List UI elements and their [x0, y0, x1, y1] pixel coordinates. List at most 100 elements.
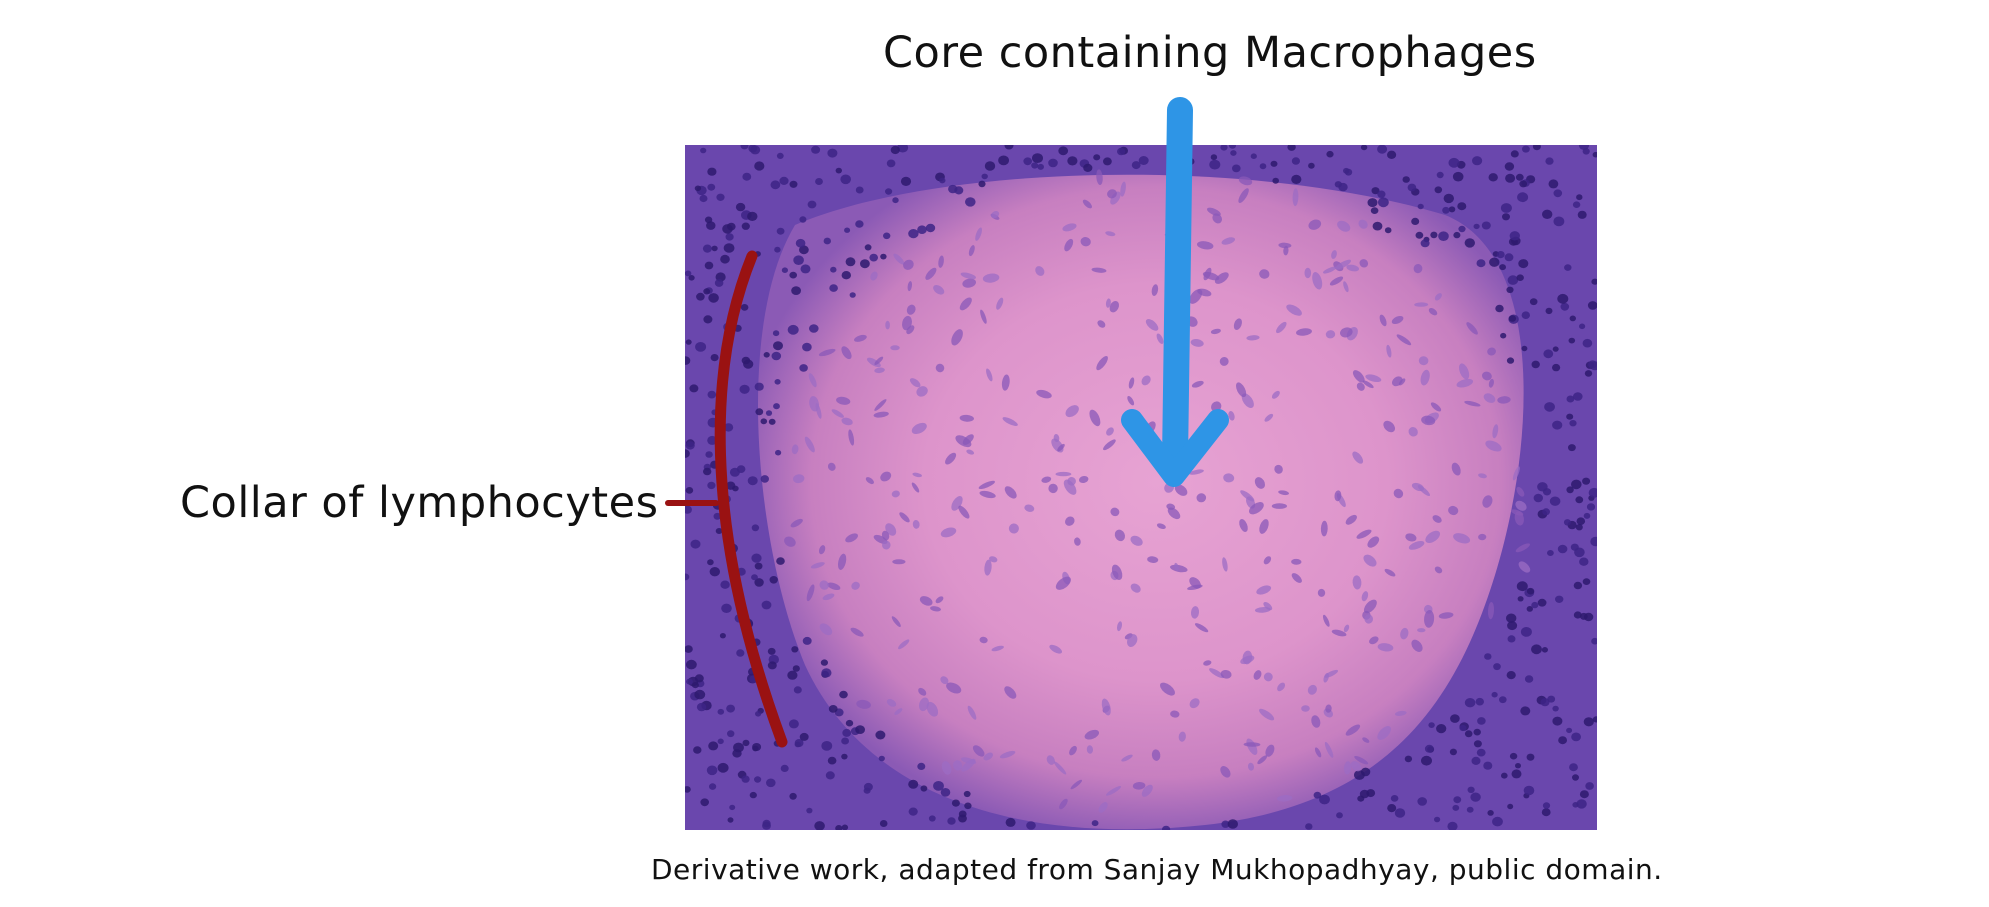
macrophage-nucleus [1483, 393, 1496, 403]
lymphocyte-nucleus [880, 253, 887, 260]
macrophage-nucleus [1049, 644, 1063, 654]
macrophage-nucleus [1331, 250, 1337, 259]
lymphocyte-nucleus [789, 792, 797, 800]
lymphocyte-nucleus [940, 788, 951, 797]
lymphocyte-nucleus [1521, 345, 1528, 352]
lymphocyte-nucleus [1532, 145, 1541, 151]
lymphocyte-nucleus [694, 185, 702, 192]
lymphocyte-nucleus [1220, 145, 1228, 151]
lymphocyte-nucleus [723, 243, 735, 253]
macrophage-nucleus [1277, 682, 1286, 692]
macrophage-nucleus [874, 367, 885, 374]
macrophage-nucleus [1320, 520, 1328, 537]
lymphocyte-nucleus [789, 271, 797, 279]
macrophage-nucleus [991, 210, 1000, 219]
lymphocyte-nucleus [1507, 621, 1518, 631]
lymphocyte-nucleus [1384, 227, 1392, 234]
lymphocyte-nucleus [1575, 524, 1583, 531]
lymphocyte-nucleus [1093, 154, 1101, 161]
macrophage-nucleus [1392, 376, 1403, 387]
lymphocyte-nucleus [821, 668, 832, 678]
macrophage-nucleus [907, 281, 913, 292]
lymphocyte-nucleus [1526, 587, 1535, 595]
lymphocyte-nucleus [1526, 606, 1533, 612]
lymphocyte-nucleus [1453, 231, 1461, 239]
lymphocyte-nucleus [706, 765, 718, 776]
lymphocyte-nucleus [1515, 763, 1521, 769]
lymphocyte-nucleus [1545, 157, 1554, 165]
macrophage-nucleus [946, 682, 962, 694]
lymphocyte-nucleus [1387, 804, 1397, 813]
lymphocyte-nucleus [794, 741, 801, 748]
lymphocyte-nucleus [1131, 161, 1141, 170]
macrophage-nucleus [1510, 509, 1524, 516]
macrophage-nucleus [1317, 588, 1326, 597]
lymphocyte-nucleus [1507, 635, 1516, 643]
lymphocyte-nucleus [1508, 315, 1517, 322]
macrophage-nucleus [996, 297, 1004, 310]
macrophage-nucleus [1451, 462, 1461, 476]
macrophage-nucleus [1145, 319, 1159, 331]
lymphocyte-nucleus [1308, 162, 1315, 169]
lymphocyte-nucleus [1566, 413, 1574, 420]
macrophage-nucleus [1132, 781, 1146, 790]
macrophage-nucleus [1116, 621, 1123, 632]
lymphocyte-nucleus [1343, 167, 1350, 174]
macrophage-nucleus [874, 399, 887, 411]
macrophage-nucleus [1516, 486, 1525, 497]
lymphocyte-nucleus [1430, 231, 1438, 239]
macrophage-nucleus [1329, 276, 1344, 286]
lymphocyte-nucleus [727, 222, 736, 231]
macrophage-nucleus [1384, 568, 1396, 577]
lymphocyte-nucleus [900, 176, 912, 186]
lymphocyte-nucleus [802, 636, 812, 645]
lymphocyte-nucleus [1547, 550, 1554, 556]
lymphocyte-nucleus [1552, 346, 1559, 352]
lymphocyte-nucleus [1417, 797, 1427, 806]
macrophage-nucleus [1063, 479, 1077, 495]
lymphocyte-nucleus [719, 633, 726, 639]
macrophage-nucleus [961, 757, 977, 764]
lymphocyte-nucleus [1566, 395, 1575, 403]
lymphocyte-nucleus [685, 449, 690, 458]
macrophage-nucleus [991, 645, 1004, 652]
macrophage-nucleus [1304, 267, 1312, 279]
lymphocyte-nucleus [978, 180, 986, 188]
macrophage-nucleus [1291, 558, 1302, 565]
lymphocyte-nucleus [821, 741, 833, 751]
macrophage-nucleus [1405, 533, 1417, 542]
lymphocyte-nucleus [710, 460, 720, 469]
macrophage-nucleus [818, 545, 826, 555]
lymphocyte-nucleus [763, 352, 770, 358]
lymphocyte-nucleus [1579, 612, 1588, 620]
lymphocyte-nucleus [933, 781, 944, 791]
macrophage-nucleus [1127, 634, 1138, 648]
macrophage-nucleus [1296, 328, 1312, 336]
macrophage-nucleus [827, 582, 841, 591]
lymphocyte-nucleus [1584, 370, 1593, 377]
macrophage-nucleus [850, 627, 864, 637]
macrophage-nucleus [856, 699, 871, 709]
macrophage-nucleus [1151, 749, 1161, 761]
macrophage-nucleus [1278, 242, 1292, 249]
lymphocyte-nucleus [1515, 173, 1524, 181]
macrophage-nucleus [1101, 698, 1111, 716]
macrophage-nucleus [1238, 176, 1253, 186]
macrophage-nucleus [1220, 766, 1231, 778]
lymphocyte-nucleus [1558, 736, 1567, 745]
macrophage-nucleus [870, 271, 878, 281]
macrophage-nucleus [1107, 189, 1117, 199]
lymphocyte-nucleus [703, 288, 711, 295]
macrophage-nucleus [1383, 420, 1396, 433]
lymphocyte-nucleus [917, 225, 927, 234]
macrophage-nucleus [1325, 704, 1332, 713]
lymphocyte-nucleus [815, 178, 823, 185]
macrophage-nucleus [1105, 231, 1116, 237]
lymphocyte-nucleus [1583, 512, 1591, 519]
lymphocyte-nucleus [686, 659, 697, 670]
lymphocyte-nucleus [708, 293, 719, 303]
lymphocyte-nucleus [875, 730, 886, 740]
lymphocyte-nucleus [1484, 653, 1492, 660]
macrophage-nucleus [881, 530, 890, 541]
lymphocyte-nucleus [1031, 162, 1039, 169]
